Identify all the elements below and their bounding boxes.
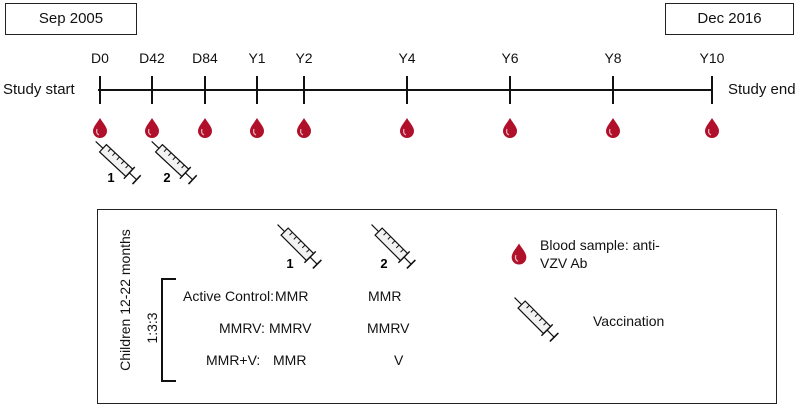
blood-drop-icon (92, 117, 108, 139)
study-end-label: Study end (728, 81, 796, 98)
randomization-ratio: 1:3:3 (144, 312, 160, 344)
timepoint-label-d42: D42 (139, 50, 165, 66)
timepoint-label-y1: Y1 (248, 50, 266, 66)
legend-box (97, 209, 777, 404)
timepoint-label-y8: Y8 (604, 50, 622, 66)
group-name-active-control: Active Control: (183, 288, 275, 304)
vaccination-number-1: 1 (107, 170, 114, 185)
group-active-control-dose1: MMR (275, 288, 309, 304)
vaccination-label: Vaccination (593, 313, 665, 329)
study-start-label: Study start (3, 81, 75, 98)
end-date: Dec 2016 (697, 10, 762, 27)
randomization-bracket (161, 278, 176, 382)
timepoint-label-y6: Y6 (501, 50, 519, 66)
population-label: Children 12-22 months (117, 229, 133, 371)
blood-drop-icon (296, 117, 312, 139)
blood-sample-label-line1: Blood sample: anti- (540, 237, 660, 253)
blood-sample-label-line2: VZV Ab (540, 255, 588, 271)
blood-drop-icon (704, 117, 720, 139)
group-mmr-v-dose2: V (394, 352, 404, 368)
dose-header-1: 1 (286, 256, 293, 271)
timepoint-label-y2: Y2 (295, 50, 313, 66)
syringe-icon (89, 134, 143, 187)
group-mmr-v-dose1: MMR (273, 352, 307, 368)
group-active-control-dose2: MMR (368, 288, 402, 304)
group-name-mmr-v: MMR+V: (206, 352, 261, 368)
blood-drop-icon (249, 117, 265, 139)
blood-drop-icon (399, 117, 415, 139)
group-mmrv-dose1: MMRV (269, 320, 312, 336)
dose-header-2: 2 (380, 256, 387, 271)
timepoint-label-y4: Y4 (398, 50, 416, 66)
timepoint-label-y10: Y10 (699, 50, 725, 66)
end-date-box: Dec 2016 (665, 3, 794, 35)
vaccination-number-2: 2 (163, 170, 170, 185)
blood-drop-icon (144, 117, 160, 139)
timepoint-label-d0: D0 (91, 50, 109, 66)
blood-drop-icon (605, 117, 621, 139)
blood-drop-icon (197, 117, 213, 139)
start-date-box: Sep 2005 (5, 3, 137, 35)
blood-drop-icon (502, 117, 518, 139)
timepoint-label-d84: D84 (192, 50, 218, 66)
syringe-icon (145, 134, 199, 187)
group-name-mmrv: MMRV: (219, 320, 265, 336)
start-date: Sep 2005 (38, 10, 104, 27)
group-mmrv-dose2: MMRV (367, 320, 410, 336)
